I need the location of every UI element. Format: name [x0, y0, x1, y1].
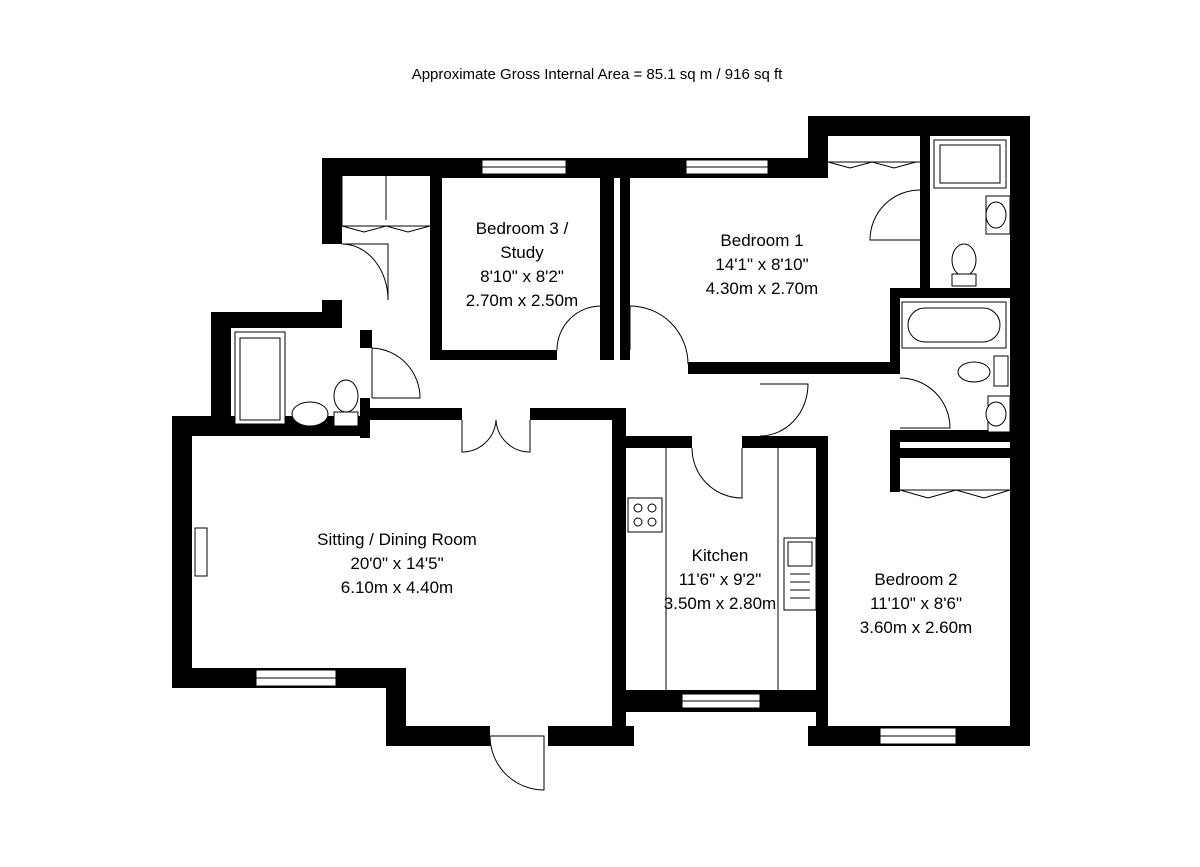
entrance-door [341, 243, 389, 301]
bedroom2-door [759, 383, 809, 437]
toilet-wc [333, 411, 359, 427]
sitting-double-doors [461, 419, 531, 453]
bedroom2-metric: 3.60m x 2.60m [860, 618, 972, 637]
gross-area-label: Approximate Gross Internal Area = 85.1 s… [412, 66, 783, 83]
toilet-ensuite [951, 243, 977, 277]
cupboard-entrance [341, 176, 431, 233]
sitting-imperial: 20'0" x 14'5" [350, 554, 443, 573]
windows [194, 159, 957, 745]
kitchen-name: Kitchen [692, 546, 749, 565]
kitchen-metric: 3.50m x 2.80m [664, 594, 776, 613]
wardrobe-bedroom1 [827, 161, 920, 169]
toilet-bathroom [957, 361, 991, 383]
wc-door [371, 347, 421, 399]
bedroom3-name-line1: Bedroom 3 / [476, 219, 569, 238]
walls [172, 116, 1030, 746]
bedroom1-name: Bedroom 1 [720, 231, 803, 250]
bedroom3-metric: 2.70m x 2.50m [466, 291, 578, 310]
fireplace [194, 527, 208, 577]
bedroom3-door [556, 305, 602, 351]
bedroom3-imperial: 8'10" x 8'2" [480, 267, 564, 286]
bathroom-door [899, 377, 951, 429]
kitchen-imperial: 11'6" x 9'2" [679, 570, 762, 589]
basin-wc [291, 401, 329, 427]
sitting-name: Sitting / Dining Room [317, 530, 477, 549]
wardrobes [341, 161, 1011, 499]
bedroom1-imperial: 14'1" x 8'10" [715, 255, 808, 274]
kitchen-door [691, 447, 743, 499]
room-labels: Bedroom 3 / Study 8'10" x 8'2" 2.70m x 2… [317, 219, 972, 637]
bedroom3-name-line2: Study [500, 243, 544, 262]
bedroom2-name: Bedroom 2 [874, 570, 957, 589]
bedroom2-imperial: 11'10" x 8'6" [870, 594, 962, 613]
bedroom1-door [629, 305, 689, 365]
ensuite-door [869, 189, 921, 241]
bedroom1-metric: 4.30m x 2.70m [706, 279, 818, 298]
wardrobe-bedroom2 [899, 489, 1011, 499]
balcony-door [489, 735, 545, 791]
doors [341, 189, 951, 791]
hob [627, 497, 663, 533]
fixtures [234, 139, 1011, 690]
sitting-metric: 6.10m x 4.40m [341, 578, 453, 597]
